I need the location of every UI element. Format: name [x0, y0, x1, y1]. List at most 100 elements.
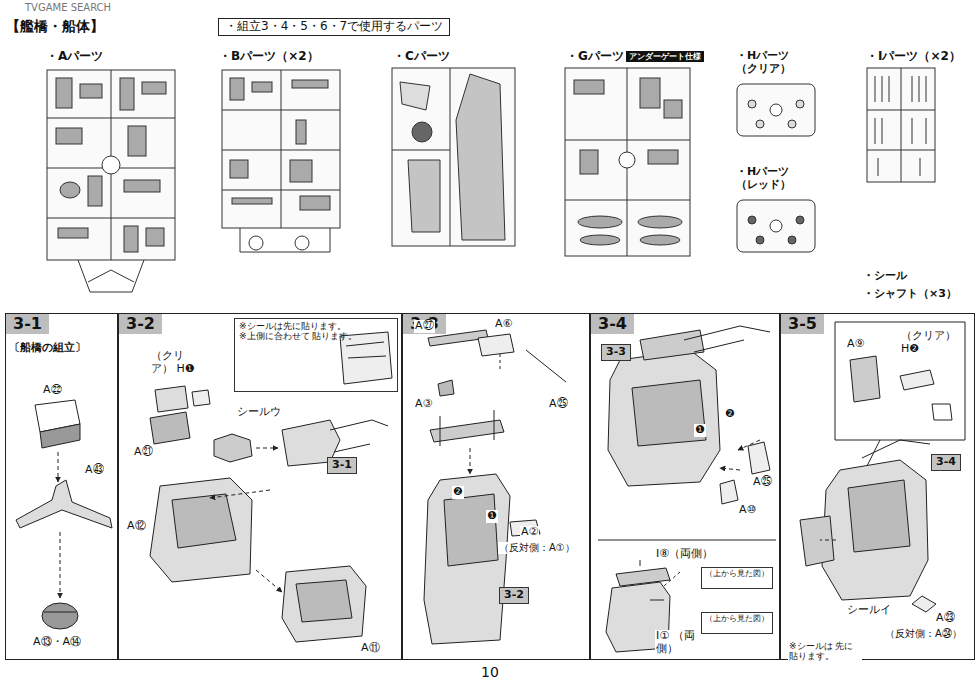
drawing-stroke: [60, 182, 80, 198]
drawing-stroke: [580, 150, 598, 174]
reference-number: 3-2: [504, 589, 524, 602]
part-sheet-name: ・Cパーツ: [392, 50, 451, 64]
drawing-stroke: [440, 410, 494, 446]
drawing-stroke: [770, 104, 782, 116]
drawing-stroke: [478, 334, 514, 356]
drawing-stroke: [392, 68, 450, 246]
drawing-stroke: [748, 216, 756, 224]
reference-tag: 3-2: [499, 587, 529, 604]
top-view-box: （上から見た図）: [701, 612, 773, 634]
step-panel: 3-1〔船橋の組立〕: [5, 313, 118, 660]
watermark: TVGAME SEARCH: [24, 2, 112, 14]
drawing-stroke: [862, 440, 930, 458]
drawing-stroke: [155, 386, 188, 412]
part-sheet-name: ・シャフト（×3）: [862, 288, 958, 301]
step-number: 3-2: [119, 314, 162, 334]
part-callout: A㉒: [42, 384, 63, 397]
drawing-stroke: [737, 84, 815, 136]
note-text: ※上側に合わせて 貼ります。: [239, 331, 393, 341]
drawing-stroke: [565, 68, 690, 256]
part-callout: A⑪: [360, 642, 381, 655]
drawing-stroke: [820, 540, 836, 541]
drawing-stroke: [900, 370, 934, 390]
note-text: ※シールは 先に貼ります。: [788, 641, 862, 662]
drawing-stroke: [430, 420, 504, 442]
drawing-stroke: [400, 82, 430, 110]
reference-tag: 3-4: [931, 454, 961, 471]
drawing-stroke: [290, 160, 312, 182]
drawing-stroke: [526, 350, 566, 382]
part-sheet-name: ・Gパーツ: [565, 50, 625, 64]
view-caption: （上から見た図）: [705, 569, 769, 578]
step-number: 3-5: [781, 314, 824, 334]
drawing-stroke: [720, 480, 738, 504]
drawing-stroke: [150, 478, 252, 582]
drawing-stroke: [796, 100, 804, 108]
under-gate-badge: アンダーゲート仕様: [626, 51, 704, 62]
drawing-stroke: [230, 78, 244, 100]
drawing-stroke: [616, 568, 670, 586]
drawing-stroke: [800, 516, 834, 566]
drawing-stroke: [867, 68, 935, 182]
drawing-stroke: [330, 420, 388, 452]
drawing-stroke: [619, 152, 635, 168]
drawing-stroke: [256, 448, 278, 449]
drawing-stroke: [56, 78, 72, 108]
part-sheet-name: ・Aパーツ: [45, 50, 104, 64]
drawing-stroke: [850, 356, 880, 402]
drawing-stroke: [640, 78, 660, 108]
header-text: ・組立3・4・5・6・7で使用するパーツ: [225, 20, 443, 34]
part-callout: A⑬・A⑭: [32, 636, 82, 649]
part-callout: （反対側：A㉔）: [884, 628, 963, 640]
drawing-stroke: [40, 424, 80, 448]
drawing-stroke: [295, 236, 309, 250]
part-callout: A㉗: [414, 320, 435, 333]
drawing-stroke: [47, 70, 175, 260]
part-callout: A③: [414, 398, 433, 411]
drawing-stroke: [392, 68, 515, 246]
drawing-stroke: [608, 350, 720, 486]
drawing-stroke: [232, 198, 272, 204]
drawing-stroke: [456, 74, 505, 240]
drawing-stroke: [296, 120, 306, 144]
part-callout: A⑨: [846, 338, 865, 351]
step-3-1-drawing: [16, 400, 112, 629]
drawing-stroke: [684, 326, 770, 352]
drawing-stroke: [640, 560, 664, 600]
reference-number: 3-1: [332, 459, 352, 472]
drawing-stroke: [822, 460, 928, 600]
step-3-2-drawing: [150, 332, 392, 642]
drawing-stroke: [444, 494, 498, 566]
drawing-stroke: [438, 380, 454, 396]
drawing-stroke: [875, 76, 926, 176]
drawing-stroke: [664, 100, 682, 118]
step-panel: 3-33-2: [402, 313, 590, 660]
drawing-stroke: [720, 468, 740, 470]
drawing-stroke: [737, 200, 815, 252]
drawing-stroke: [770, 220, 782, 232]
part-callout: A⑫: [126, 520, 147, 533]
drawing-stroke: [249, 236, 263, 250]
drawing-stroke: [16, 480, 112, 528]
sprue-a: [47, 70, 175, 292]
part-callout: A㉓: [935, 612, 956, 625]
drawing-stroke: [664, 572, 680, 586]
drawing-stroke: [192, 390, 210, 406]
drawing-stroke: [640, 235, 680, 245]
page-number: 10: [480, 664, 500, 680]
order-mark: ❷: [724, 408, 736, 421]
drawing-stroke: [80, 84, 102, 98]
drawing-stroke: [574, 80, 604, 94]
sprue-g: [565, 68, 690, 256]
part-sheet-name: ・Hパーツ （レッド）: [735, 166, 809, 191]
drawing-stroke: [932, 404, 952, 420]
drawing-stroke: [56, 128, 82, 144]
drawing-stroke: [565, 68, 690, 256]
drawing-stroke: [150, 412, 190, 444]
drawing-stroke: [748, 100, 756, 108]
reference-tag: 3-3: [601, 344, 631, 361]
drawing-stroke: [47, 70, 175, 260]
part-callout: A⑥: [494, 318, 513, 331]
drawing-stroke: [292, 80, 328, 88]
